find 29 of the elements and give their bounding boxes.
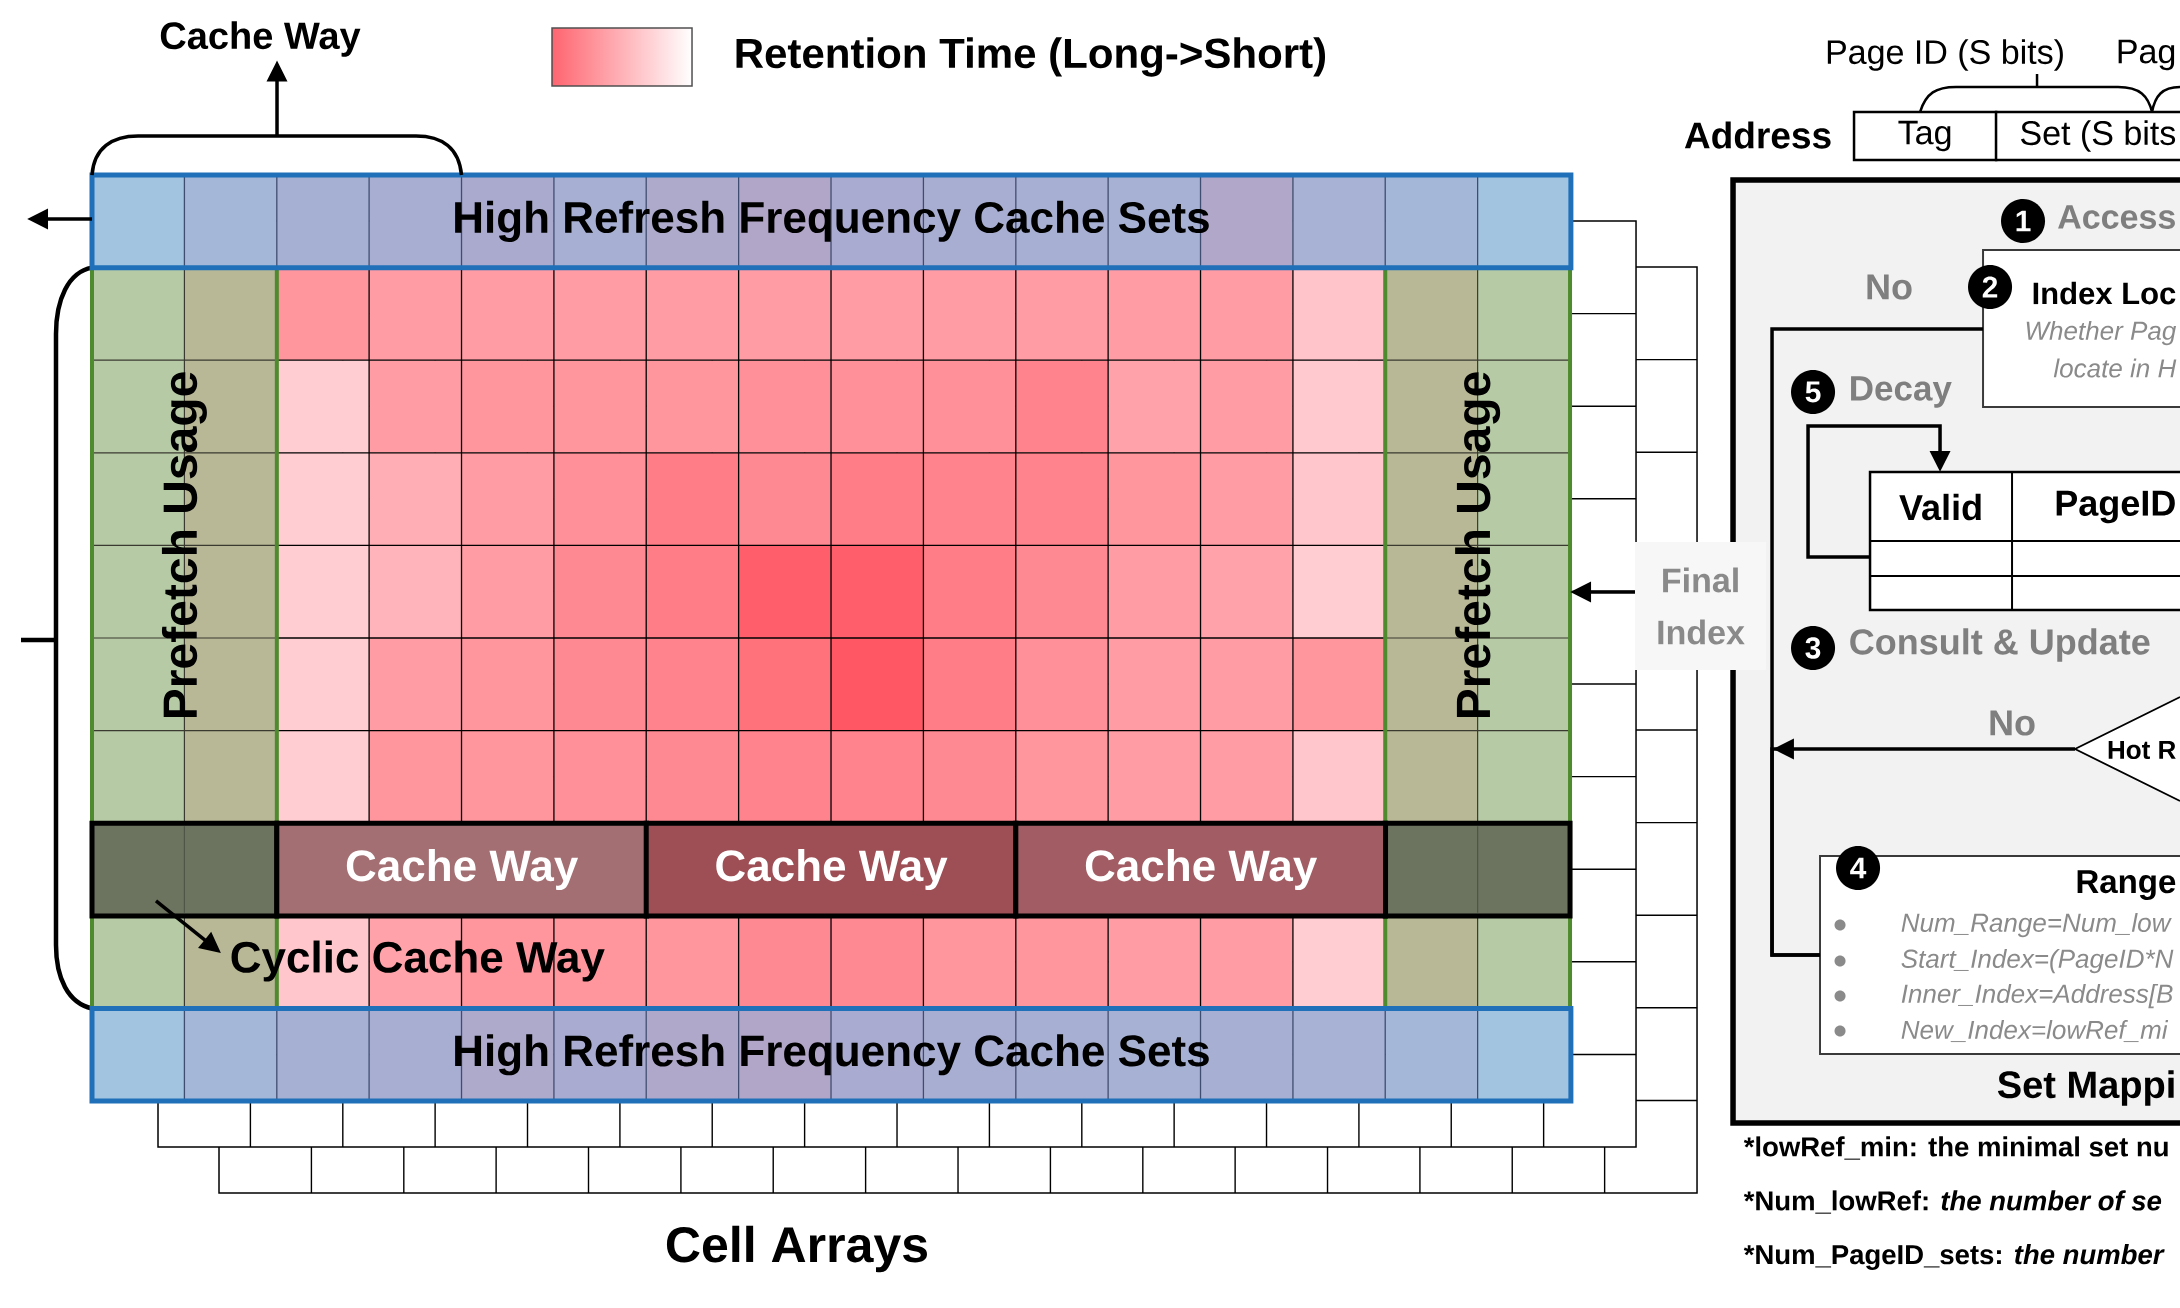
table: Valid PageID: [1868, 470, 2180, 612]
way-segment: Cache Way: [1013, 820, 1389, 919]
footnote: *Num_lowRef: the number of se: [1743, 1190, 2162, 1214]
number-badge: 1: [2001, 199, 2046, 243]
edge-label: No: [1862, 271, 1917, 303]
number-badge: 5: [1791, 370, 1836, 414]
footnote: *Num_PageID_sets: the number: [1743, 1244, 2165, 1270]
number-badge: 2: [1968, 265, 2013, 310]
way-segment: Cache Way: [643, 820, 1019, 919]
cache-set-band: High Refresh Frequency Cache Sets: [89, 172, 1574, 271]
legend-text: Retention Time (Long->Short): [736, 37, 1325, 77]
address-field: Set (S bits: [1994, 110, 2180, 162]
step-title: Decay: [1851, 376, 1952, 408]
field-label: Address: [1684, 121, 1831, 149]
bit-label: Page ID (S bits): [1827, 39, 2063, 71]
edge-label: No: [1985, 707, 2040, 739]
address-field: Tag: [1852, 110, 1998, 162]
way-segment: Cache Way: [274, 820, 650, 919]
caption-text: Cell Arrays: [666, 1225, 927, 1273]
label-text: Cache Way: [160, 21, 361, 57]
text-label: Final Index: [1635, 542, 1767, 671]
cache-set-band: High Refresh Frequency Cache Sets: [89, 1005, 1574, 1104]
step-title: Consult & Update: [1850, 628, 2150, 662]
footnote: *lowRef_min: the minimal set nu: [1743, 1136, 2168, 1160]
bit-label: Pag: [2118, 39, 2175, 71]
step-title: Access: [2058, 205, 2175, 229]
arrow: [1806, 424, 1951, 559]
number-badge: 3: [1791, 626, 1836, 671]
number-badge: 4: [1836, 846, 1881, 891]
